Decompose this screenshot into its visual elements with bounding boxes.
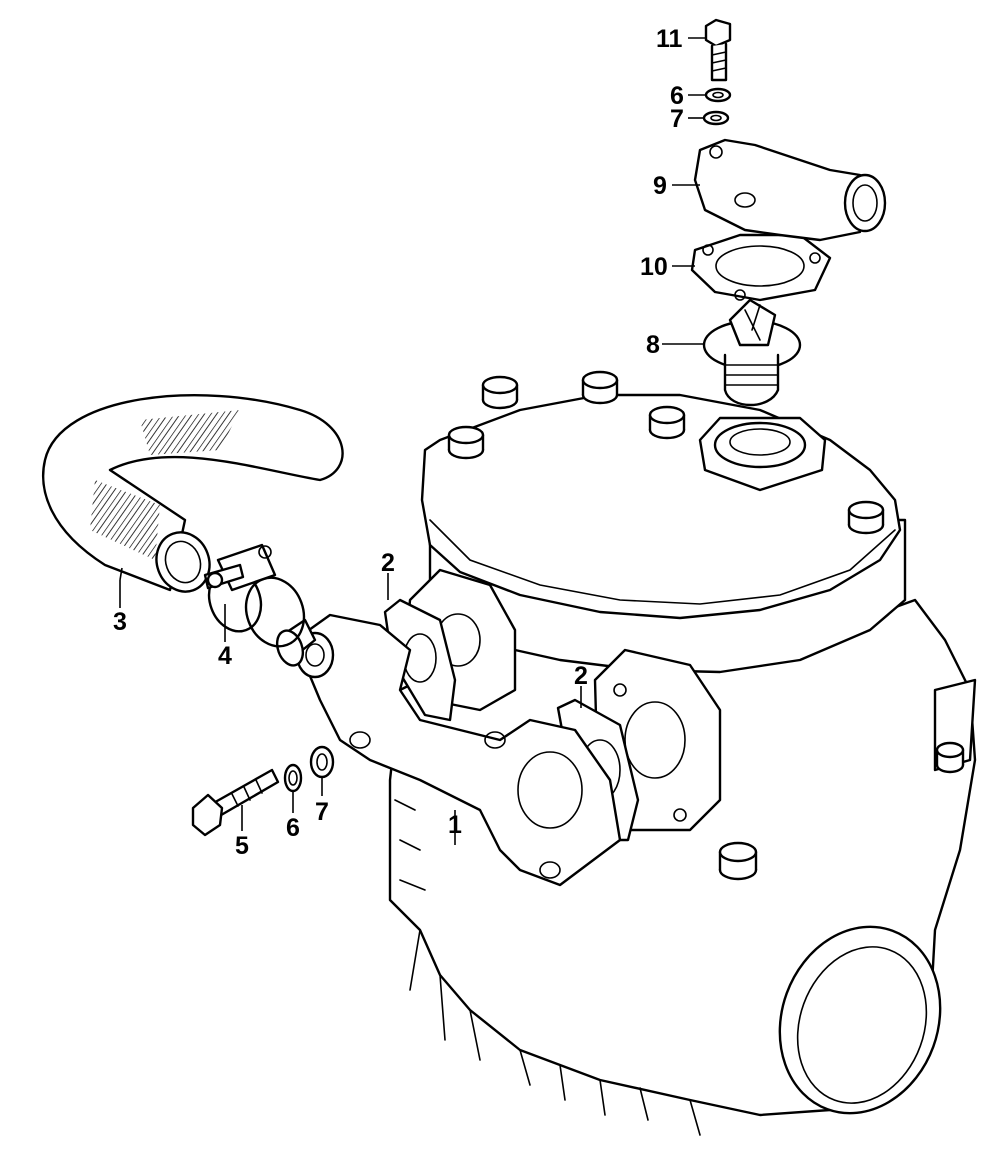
callout-9: 9 bbox=[653, 172, 667, 200]
hose bbox=[41, 393, 344, 593]
callout-7-upper: 7 bbox=[670, 105, 684, 133]
lock-washer-6-upper bbox=[704, 87, 732, 103]
thermostat-housing bbox=[693, 138, 887, 242]
callout-2-lower: 2 bbox=[574, 662, 588, 690]
callout-1: 1 bbox=[448, 811, 462, 839]
head-bolt-4 bbox=[648, 405, 686, 440]
bolt-11 bbox=[704, 18, 732, 82]
callout-6-upper: 6 bbox=[670, 82, 684, 110]
bolt-5 bbox=[191, 768, 280, 837]
thermostat-gasket bbox=[690, 233, 832, 302]
flat-washer-7-lower bbox=[309, 745, 335, 779]
callout-7-lower: 7 bbox=[315, 798, 329, 826]
hose-clamp bbox=[203, 543, 306, 648]
callout-2-upper: 2 bbox=[381, 549, 395, 577]
callout-6-lower: 6 bbox=[286, 814, 300, 842]
front-bolt bbox=[718, 841, 758, 881]
callouts: 11 6 7 9 10 8 2 2 3 4 1 5 6 7 bbox=[113, 25, 684, 860]
callout-8: 8 bbox=[646, 331, 660, 359]
leader-lines bbox=[119, 37, 706, 845]
callout-4: 4 bbox=[218, 642, 232, 670]
head-bolt-1 bbox=[481, 375, 519, 410]
head-bolt-3 bbox=[447, 425, 485, 460]
callout-3: 3 bbox=[113, 608, 127, 636]
head-bolt-5 bbox=[847, 500, 885, 535]
callout-11: 11 bbox=[656, 25, 683, 53]
flat-washer-7-upper bbox=[702, 110, 730, 126]
thermostat-seat bbox=[698, 416, 827, 492]
head-bolt-2 bbox=[581, 370, 619, 405]
lock-washer-6-lower bbox=[283, 763, 303, 793]
callout-5: 5 bbox=[235, 832, 249, 860]
side-bolt bbox=[935, 741, 965, 774]
thermostat bbox=[702, 298, 802, 407]
callout-10: 10 bbox=[640, 253, 668, 281]
